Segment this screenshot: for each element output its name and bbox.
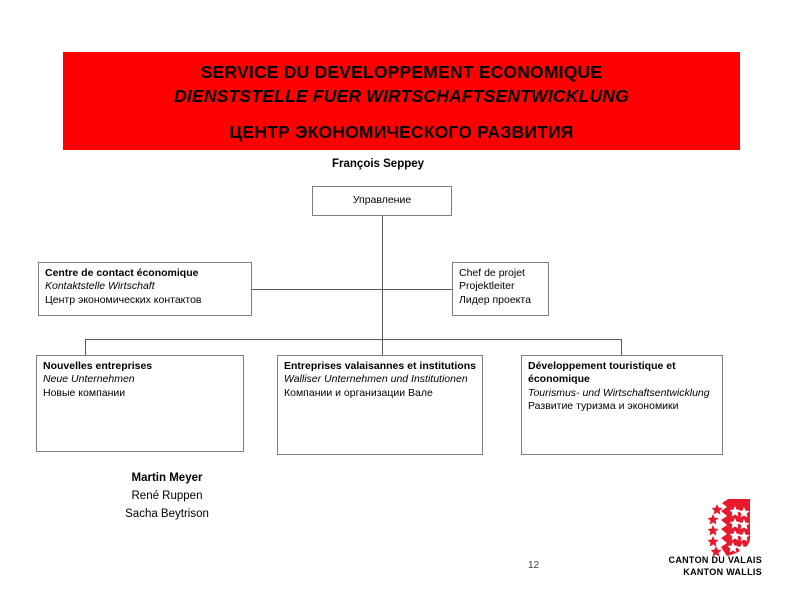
banner-title-de: DIENSTSTELLE FUER WIRTSCHAFTSENTWICKLUNG [174, 86, 629, 106]
org-box-unit-3[interactable]: Développement touristique et économique … [521, 355, 723, 455]
org-box-unit-1[interactable]: Nouvelles entreprises Neue Unternehmen Н… [36, 355, 244, 452]
title-banner: SERVICE DU DEVELOPPEMENT ECONOMIQUE DIEN… [63, 52, 740, 150]
team-member-name-2: Sacha Beytrison [125, 507, 209, 520]
connector-trunk-vertical [382, 216, 383, 339]
valais-coat-of-arms-icon [704, 499, 750, 557]
org-box-unit-2-label-fr: Entreprises valaisannes et institutions [284, 360, 476, 372]
canton-valais-logo-line-de: KANTON WALLIS [683, 567, 762, 578]
org-box-project-chief-label-fr: Chef de projet [459, 267, 525, 279]
banner-title-ru: ЦЕНТР ЭКОНОМИЧЕСКОГО РАЗВИТИЯ [229, 122, 574, 142]
org-box-unit-1-label-fr: Nouvelles entreprises [43, 360, 153, 372]
org-box-management[interactable]: Управление [312, 186, 452, 216]
connector-mid-horizontal [252, 289, 452, 290]
connector-bottom-bus [85, 339, 622, 340]
org-box-unit-2-label-de: Walliser Unternehmen und Institutionen [284, 373, 468, 386]
banner-title-fr: SERVICE DU DEVELOPPEMENT ECONOMIQUE [200, 62, 603, 82]
org-box-management-label: Управление [352, 194, 412, 206]
org-box-contact-center-label-fr: Centre de contact économique [45, 267, 199, 279]
org-box-project-chief-label-ru: Лидер проекта [459, 293, 531, 306]
org-box-unit-3-label-ru: Развитие туризма и экономики [528, 399, 679, 412]
team-lead-name: Martin Meyer [131, 472, 203, 484]
canton-valais-logo: CANTON DU VALAIS KANTON WALLIS [660, 498, 778, 580]
team-member-name-1: René Ruppen [131, 489, 203, 502]
page-number: 12 [528, 560, 540, 571]
canton-valais-logo-line-fr: CANTON DU VALAIS [668, 555, 762, 565]
canton-valais-logo-text: CANTON DU VALAIS KANTON WALLIS [660, 554, 778, 578]
org-box-project-chief[interactable]: Chef de projet Projektleiter Лидер проек… [452, 262, 549, 316]
team-name-list: Martin Meyer René Ruppen Sacha Beytrison [62, 470, 272, 523]
org-box-unit-3-label-de: Tourismus- und Wirtschaftsentwicklung [528, 386, 710, 399]
org-box-contact-center-label-de: Kontaktstelle Wirtschaft [45, 280, 155, 293]
org-box-unit-2[interactable]: Entreprises valaisannes et institutions … [277, 355, 483, 455]
connector-drop-unit-1 [85, 339, 86, 356]
connector-drop-unit-3 [621, 339, 622, 356]
org-box-contact-center[interactable]: Centre de contact économique Kontaktstel… [38, 262, 252, 316]
org-box-unit-2-label-ru: Компании и организации Вале [284, 386, 433, 399]
head-of-service-name: François Seppey [332, 158, 425, 170]
org-box-unit-1-label-de: Neue Unternehmen [43, 373, 135, 386]
connector-drop-unit-2 [382, 339, 383, 356]
org-box-unit-1-label-ru: Новые компании [43, 386, 126, 399]
org-box-contact-center-label-ru: Центр экономических контактов [45, 293, 202, 306]
org-box-project-chief-label-de: Projektleiter [459, 280, 515, 293]
org-box-unit-3-label-fr: Développement touristique et économique [528, 360, 676, 386]
